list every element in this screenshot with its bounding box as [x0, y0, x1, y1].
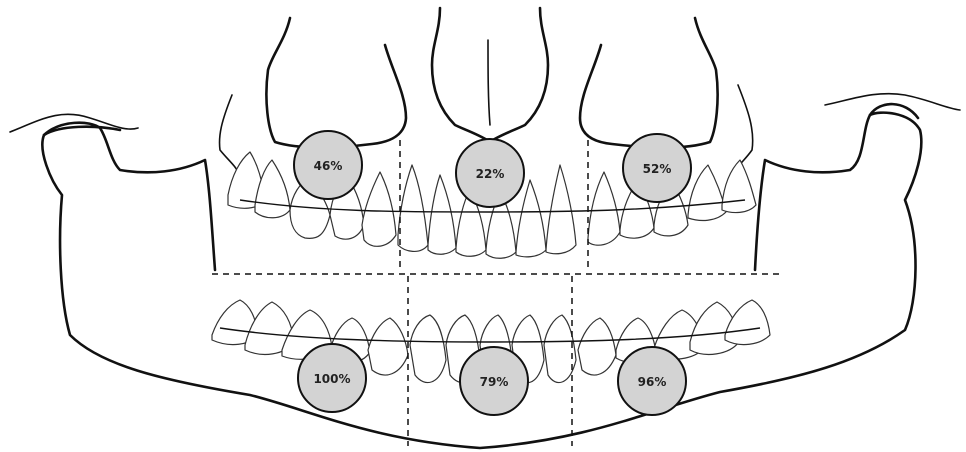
lower-tooth — [544, 315, 576, 383]
right-condyle — [755, 104, 918, 270]
left-condyle — [44, 123, 215, 270]
marker-upper-right: 46% — [294, 131, 362, 199]
upper-tooth — [546, 165, 576, 254]
lower-tooth — [725, 300, 770, 345]
marker-label: 46% — [314, 159, 343, 173]
marker-lower-center: 79% — [460, 347, 528, 415]
upper-tooth — [428, 175, 456, 254]
marker-label: 96% — [638, 375, 667, 389]
lower-tooth — [578, 318, 616, 375]
upper-tooth — [255, 160, 290, 218]
upper-tooth — [688, 165, 726, 220]
right-zygomatic-arch — [825, 94, 960, 110]
marker-lower-right: 100% — [298, 344, 366, 412]
left-maxilla-outline — [266, 18, 406, 148]
region-markers: 46% 22% 52% 100% 79% 96% — [294, 131, 691, 415]
marker-upper-left: 52% — [623, 134, 691, 202]
marker-label: 52% — [643, 162, 672, 176]
upper-tooth — [588, 172, 620, 245]
marker-label: 79% — [480, 375, 509, 389]
lower-tooth — [368, 318, 408, 375]
upper-tooth — [516, 180, 546, 257]
right-maxilla-wall — [732, 85, 753, 175]
left-maxilla-wall — [220, 95, 241, 175]
marker-lower-left: 96% — [618, 347, 686, 415]
marker-label: 22% — [476, 167, 505, 181]
upper-tooth — [722, 160, 756, 213]
marker-upper-center: 22% — [456, 139, 524, 207]
marker-label: 100% — [313, 372, 350, 386]
upper-tooth — [398, 165, 428, 251]
nasal-septum — [488, 40, 490, 125]
right-maxilla-outline — [580, 18, 718, 148]
upper-tooth — [362, 172, 396, 246]
lower-tooth — [410, 315, 446, 383]
